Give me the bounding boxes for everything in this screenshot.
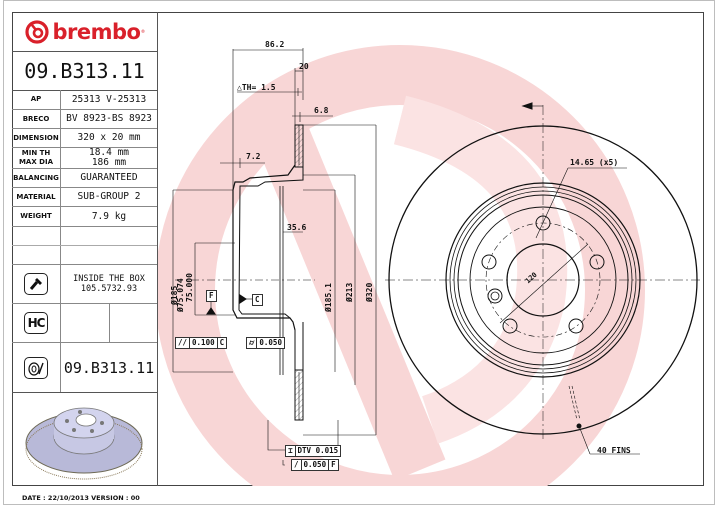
date-version: DATE : 22/10/2013 VERSION : 00 xyxy=(22,494,140,502)
datum-c-box: C xyxy=(252,294,263,306)
dim-dia-185-1: Ø185.1 xyxy=(324,283,333,312)
cylindricity-icon: ⌭ xyxy=(247,338,258,348)
brand-name: brembo xyxy=(52,19,141,44)
dim-plate: 6.8 xyxy=(314,106,329,115)
brake-disc-render-icon xyxy=(25,407,143,480)
spec-row-breco: BRECO BV 8923-BS 8923 xyxy=(12,110,157,129)
dim-thickness: 20 xyxy=(299,62,309,71)
dim-dia-320: Ø320 xyxy=(365,282,374,302)
screw-icon xyxy=(24,273,48,295)
dim-dia-bore-min: 75.000 xyxy=(185,273,194,302)
runout-tolerance: / 0.050 F xyxy=(291,459,339,471)
accessory-row-disc: 09.B313.11 xyxy=(12,343,157,392)
hc-icon: HC xyxy=(24,312,48,334)
dim-delta-th: △TH= 1.5 xyxy=(237,83,276,92)
spec-row-material: MATERIAL SUB-GROUP 2 xyxy=(12,188,157,207)
spec-row-weight: WEIGHT 7.9 kg xyxy=(12,207,157,227)
dim-dia-bore: Ø75.074 xyxy=(176,278,185,312)
accessory-row-screw: INSIDE THE BOX 105.5732.93 xyxy=(12,265,157,304)
bolt-holes-label: 14.65 (x5) xyxy=(570,158,619,167)
info-panel: brembo® 09.B313.11 AP 25313 V-25313 BREC… xyxy=(12,12,158,486)
brembo-watermark-icon xyxy=(158,45,645,486)
page-border xyxy=(3,0,715,505)
dim-hat-depth: 35.6 xyxy=(287,223,307,232)
technical-drawing xyxy=(158,45,700,486)
brand-logo: brembo® xyxy=(12,12,157,52)
dim-overall-width: 86.2 xyxy=(265,40,285,49)
spec-row-ap: AP 25313 V-25313 xyxy=(12,90,157,110)
cylindricity-tolerance: ⌭ 0.050 xyxy=(246,337,285,349)
spec-row-empty-2 xyxy=(12,246,157,265)
thickness-variation-icon: ⌶ xyxy=(286,446,296,456)
part-number: 09.B313.11 xyxy=(12,51,157,91)
drawing-area: 86.2 20 △TH= 1.5 6.8 7.2 35.6 Ø185 Ø75.0… xyxy=(158,12,703,486)
spec-row-dimension: DIMENSION 320 x 20 mm xyxy=(12,129,157,148)
datum-f-box: F xyxy=(206,290,217,302)
parallelism-tolerance: // 0.100 C xyxy=(175,337,228,349)
runout-icon: / xyxy=(292,460,302,470)
accessory-row-hc: HC xyxy=(12,304,157,343)
fins-label: 40 FINS xyxy=(597,446,631,455)
brembo-logo-icon xyxy=(24,19,49,44)
disc-render-image xyxy=(12,392,157,486)
parallelism-icon: // xyxy=(176,338,191,348)
dtv-tolerance: ⌶ DTV 0.015 xyxy=(285,445,342,457)
spec-row-empty-1 xyxy=(12,227,157,246)
spec-row-balancing: BALANCING GUARANTEED xyxy=(12,169,157,188)
spec-row-min-th-max-dia: MIN TH MAX DIA 18.4 mm 186 mm xyxy=(12,148,157,169)
brake-disc-icon xyxy=(24,356,48,379)
dim-offset: 7.2 xyxy=(246,152,261,161)
dim-dia-213: Ø213 xyxy=(345,282,354,302)
